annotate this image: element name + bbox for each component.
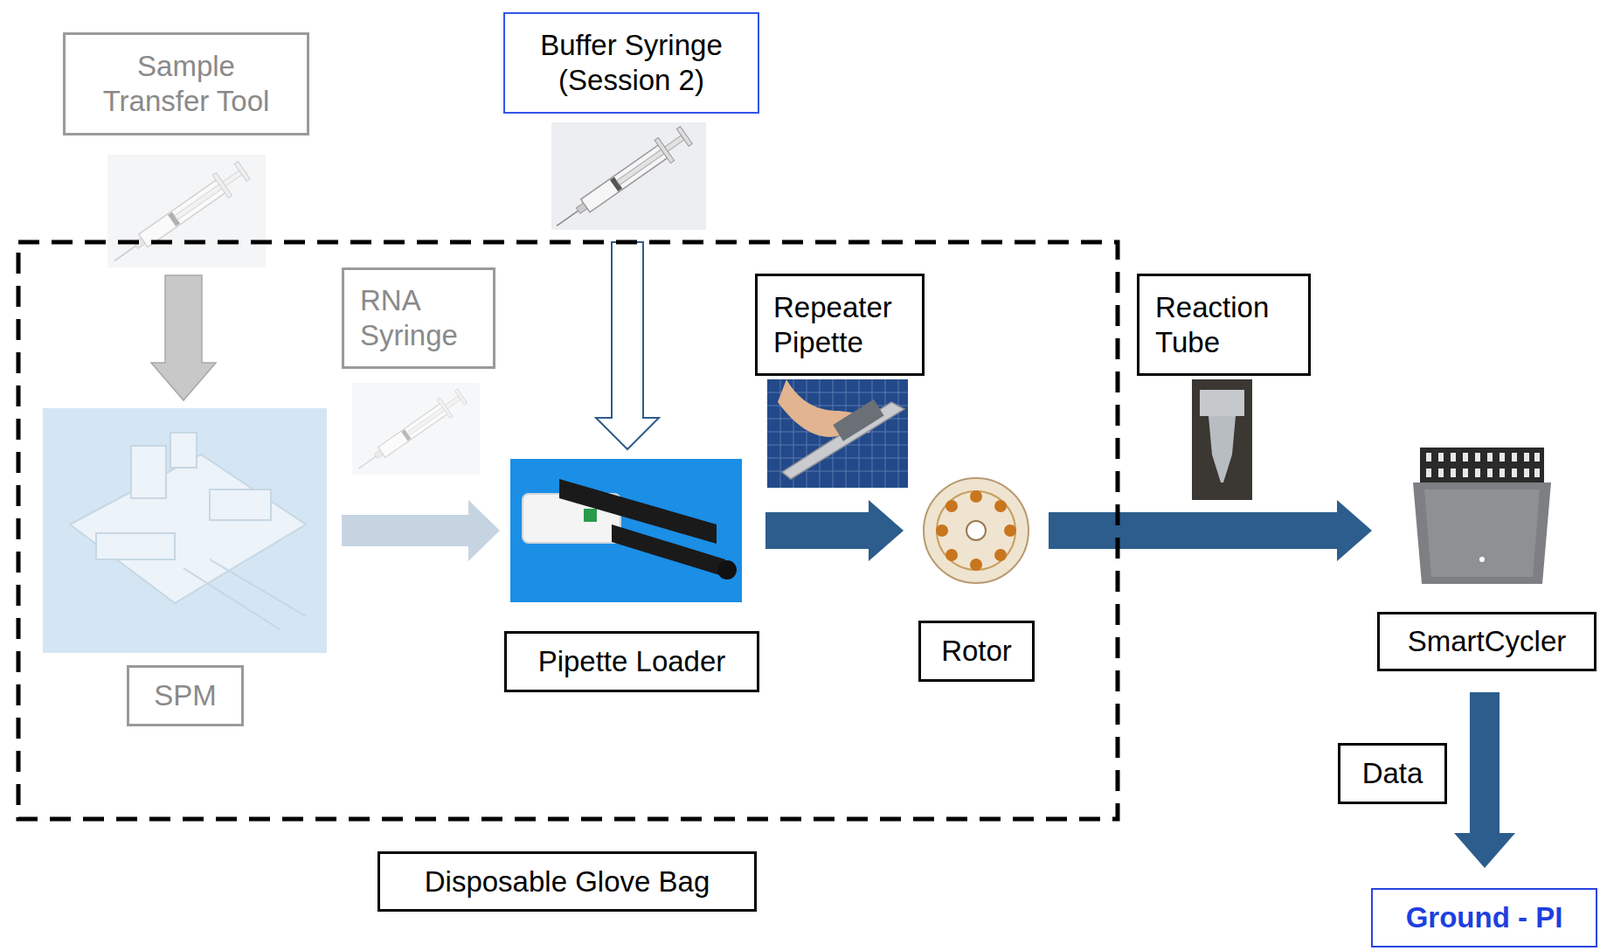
- reaction-tube-image: [1191, 379, 1253, 500]
- label-box: Sample Transfer Tool: [62, 32, 310, 136]
- image-ground: [1191, 379, 1253, 500]
- spm-tube: [209, 559, 306, 617]
- tube-cap: [1199, 389, 1245, 416]
- image-ground: [42, 408, 327, 653]
- image-ground: [767, 379, 908, 488]
- spm-block: [209, 489, 271, 520]
- syringe-image: [548, 122, 707, 237]
- glove-bag-region: Disposable Glove BagSPMRNA SyringePipett…: [15, 239, 1121, 822]
- label-box: Pipette Loader: [504, 630, 760, 693]
- spm-tube: [183, 567, 280, 630]
- node-label: SPM: [138, 678, 233, 714]
- block-arrow: [595, 242, 659, 450]
- spm-block: [96, 533, 175, 560]
- node-label: Pipette Loader: [515, 644, 749, 679]
- edge-label-box: Data: [1337, 742, 1448, 804]
- cycler-body: [1412, 482, 1552, 584]
- syringe-symbol: [352, 386, 469, 478]
- syringe-symbol: [106, 158, 253, 272]
- repeater-pipette-image: [767, 379, 908, 488]
- label-box: Buffer Syringe (Session 2): [503, 12, 760, 114]
- label-box: Reaction Tube: [1136, 273, 1311, 376]
- label-box: Disposable Glove Bag: [377, 851, 757, 912]
- rotor-wells: [935, 490, 1017, 571]
- label-box: Ground - PI: [1371, 887, 1598, 948]
- smartcycler-image: [1412, 447, 1552, 584]
- node-label: Repeater Pipette: [773, 290, 907, 360]
- dashed-outline: [15, 239, 1121, 822]
- image-ground: [510, 458, 742, 603]
- rotor-hub: [966, 520, 986, 541]
- component-group: Buffer Syringe (Session 2): [503, 12, 760, 231]
- spm-base: [69, 454, 306, 603]
- label-box: Rotor: [918, 620, 1035, 682]
- block-arrow: [1454, 692, 1516, 868]
- block-arrow: [151, 275, 216, 401]
- node-label: Rotor: [929, 633, 1024, 669]
- cycler-slots: [1426, 452, 1540, 478]
- spm-image: [42, 408, 327, 653]
- grid: [767, 379, 908, 488]
- syringe-image: [352, 382, 480, 478]
- cycler-face: [1424, 489, 1540, 577]
- pipette-body: [832, 399, 884, 442]
- loader-mark: [583, 508, 597, 522]
- spm-block: [170, 432, 197, 468]
- label-box: Repeater Pipette: [754, 273, 925, 376]
- syringe-symbol: [548, 123, 695, 237]
- node-label: Sample Transfer Tool: [91, 48, 281, 118]
- component-group: SPM: [42, 408, 327, 727]
- cycler-top: [1419, 447, 1545, 483]
- component-group: SmartCycler: [1377, 443, 1597, 672]
- node-label: Reaction Tube: [1155, 290, 1293, 360]
- block-arrow: [1048, 499, 1372, 562]
- component-group: RNA Syringe: [341, 267, 496, 476]
- syringe-image: [106, 154, 266, 272]
- loader-knob: [717, 560, 737, 580]
- rotor-ring: [936, 491, 1016, 570]
- component-group: Rotor: [918, 477, 1035, 682]
- dashed-border: [18, 242, 1118, 819]
- edge-label: Data: [1350, 755, 1434, 791]
- block-arrow: [341, 499, 500, 562]
- cycler-light: [1479, 556, 1485, 562]
- node-label: Buffer Syringe (Session 2): [513, 27, 749, 97]
- component-group: Sample Transfer Tool: [62, 32, 310, 269]
- component-group: Repeater Pipette: [754, 273, 925, 489]
- label-box: SPM: [126, 664, 244, 727]
- node-label: SmartCycler: [1388, 623, 1586, 659]
- spm-block: [131, 445, 167, 499]
- pipette-loader-image: [510, 458, 742, 603]
- label-box: SmartCycler: [1377, 611, 1597, 672]
- node-label: RNA Syringe: [360, 283, 478, 353]
- loader-handle: [611, 524, 726, 577]
- label-box: RNA Syringe: [341, 267, 496, 369]
- rotor-disc: [923, 477, 1029, 583]
- component-group: Pipette Loader: [504, 458, 760, 693]
- component-group: Reaction Tube: [1136, 273, 1311, 501]
- node-label: Disposable Glove Bag: [390, 864, 744, 900]
- rotor-image: [923, 477, 1029, 583]
- tube-body: [1208, 415, 1236, 483]
- node-label: Ground - PI: [1381, 900, 1587, 936]
- block-arrow: [765, 499, 904, 562]
- component-group: Ground - PI: [1371, 887, 1598, 948]
